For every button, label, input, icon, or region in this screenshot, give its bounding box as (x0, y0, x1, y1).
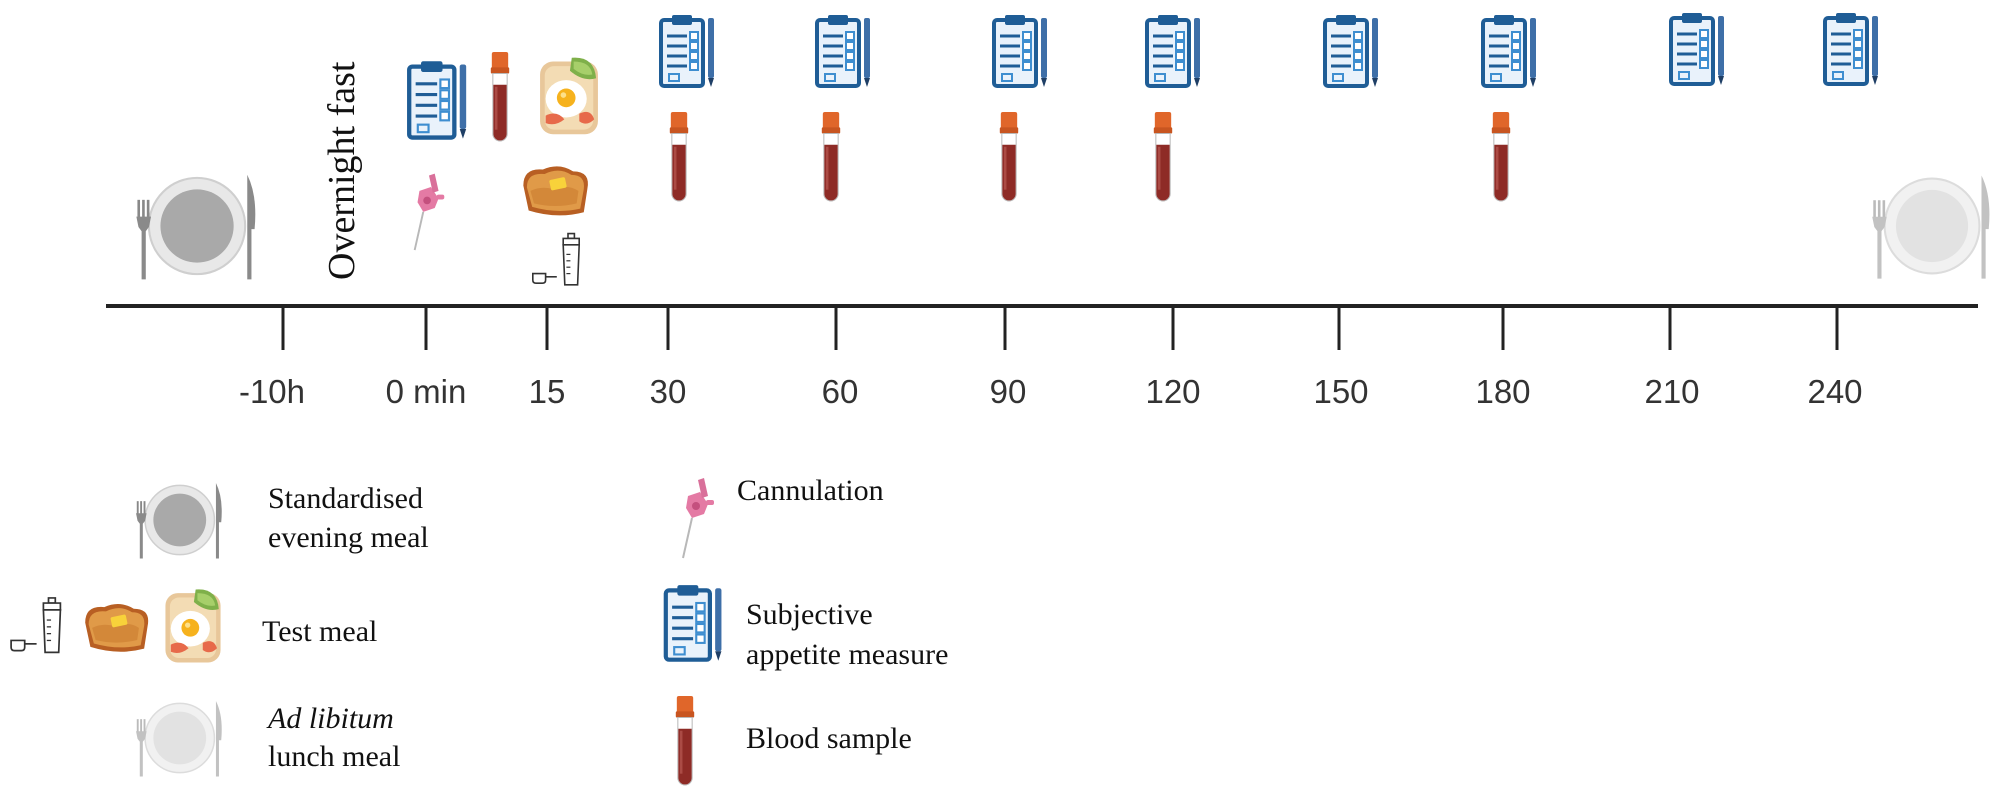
legend-toast-icon (85, 603, 149, 652)
toast-icon (523, 166, 588, 216)
shaker-icon (531, 232, 581, 286)
legend-clipboard-icon (666, 585, 722, 661)
egg-toast-icon (540, 57, 598, 135)
tick-label: 210 (1644, 373, 1699, 410)
legend-egg-toast-icon (165, 589, 221, 663)
tick-label: 60 (822, 373, 859, 410)
legend-shaker-icon (10, 596, 62, 654)
evening-meal-plate-icon (135, 173, 257, 281)
clipboard-icon (817, 15, 870, 87)
legend-test-meal: Test meal (262, 615, 377, 648)
clipboard-icon (661, 15, 714, 87)
clipboard-icon (1147, 15, 1200, 87)
blood-tube-icon (490, 52, 510, 142)
legend-blood-tube-icon (675, 696, 695, 786)
legend-cannula-icon (681, 476, 716, 560)
blood-tube-icon (1153, 112, 1173, 202)
legend-lunch-meal-icon (135, 700, 223, 778)
legend-lunch-meal-line1: Ad libitum (266, 702, 394, 735)
legend-standard-meal-line2: evening meal (268, 521, 429, 554)
blood-tube-icon (821, 112, 841, 202)
lunch-meal-plate-icon (1871, 174, 1991, 280)
clipboard-icon (1671, 13, 1724, 85)
legend-blood-sample: Blood sample (746, 722, 912, 755)
tick-label: 180 (1475, 373, 1530, 410)
clipboard-icon (1825, 13, 1878, 85)
clipboard-icon (1325, 15, 1378, 87)
legend: Standardised evening meal Test meal Ad l… (10, 474, 948, 786)
legend-lunch-meal-line2: lunch meal (268, 740, 400, 773)
tick-label: 15 (529, 373, 566, 410)
tick-label: 30 (650, 373, 687, 410)
tick-label: 150 (1313, 373, 1368, 410)
tick-labels: -10h 0 min 15 30 60 90 120 150 180 210 2… (239, 373, 1863, 410)
tick-label: 90 (990, 373, 1027, 410)
legend-standard-meal-line1: Standardised (268, 482, 423, 515)
legend-appetite-line1: Subjective (746, 598, 873, 631)
overnight-fast-label: Overnight fast (321, 61, 363, 280)
tick-label: 240 (1807, 373, 1862, 410)
tick-label: -10h (239, 373, 305, 410)
timeline-ticks (281, 306, 1839, 350)
clipboard-icon (409, 61, 466, 138)
blood-tube-icon (669, 112, 689, 202)
clipboard-icon (1483, 15, 1536, 87)
legend-evening-meal-icon (135, 482, 223, 560)
tick-label: 0 min (386, 373, 467, 410)
clipboard-icon (994, 15, 1047, 87)
tick-label: 120 (1145, 373, 1200, 410)
blood-tube-icon (999, 112, 1019, 202)
blood-tube-icon (1491, 112, 1511, 202)
legend-appetite-line2: appetite measure (746, 638, 948, 671)
cannula-icon (413, 172, 446, 252)
legend-cannulation: Cannulation (737, 474, 884, 507)
timeline: -10h 0 min 15 30 60 90 120 150 180 210 2… (106, 304, 1978, 410)
